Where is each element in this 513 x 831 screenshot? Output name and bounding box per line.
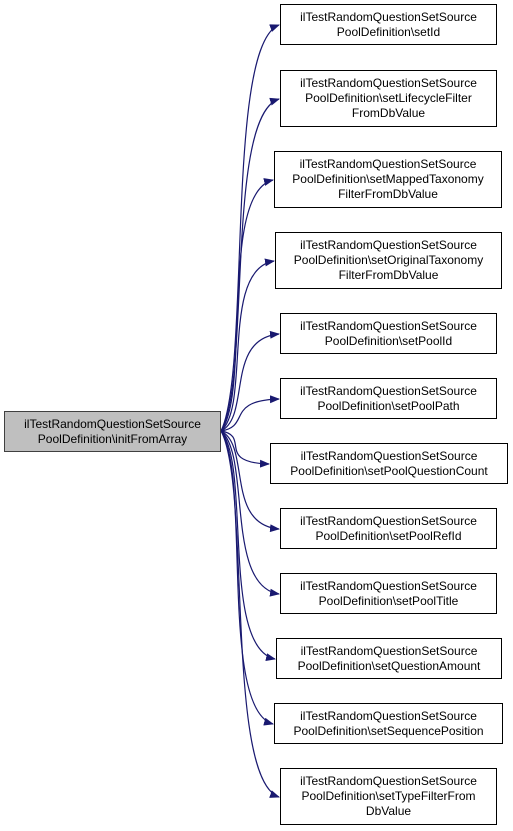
edge-7: [220, 430, 280, 533]
edge-5: [220, 395, 280, 432]
target-node-set-pool-ref-id[interactable]: ilTestRandomQuestionSetSource PoolDefini…: [280, 508, 497, 549]
edge-9: [220, 430, 276, 662]
edge-0: [220, 24, 280, 432]
edge-1: [220, 97, 280, 432]
target-node-set-sequence-position[interactable]: ilTestRandomQuestionSetSource PoolDefini…: [274, 703, 503, 744]
target-node-set-lifecycle-filter[interactable]: ilTestRandomQuestionSetSource PoolDefini…: [280, 70, 497, 127]
edge-6: [220, 430, 270, 468]
edge-10: [220, 430, 274, 726]
edge-11: [220, 430, 280, 798]
target-node-set-question-amount[interactable]: ilTestRandomQuestionSetSource PoolDefini…: [276, 638, 502, 679]
target-node-set-original-taxonomy-filter[interactable]: ilTestRandomQuestionSetSource PoolDefini…: [275, 232, 502, 289]
edge-4: [220, 330, 280, 432]
target-node-set-mapped-taxonomy-filter[interactable]: ilTestRandomQuestionSetSource PoolDefini…: [274, 151, 502, 208]
edge-2: [220, 178, 274, 432]
edge-8: [220, 430, 280, 597]
target-node-set-type-filter[interactable]: ilTestRandomQuestionSetSource PoolDefini…: [280, 768, 497, 825]
target-node-set-pool-question-count[interactable]: ilTestRandomQuestionSetSource PoolDefini…: [270, 443, 508, 484]
target-node-set-id[interactable]: ilTestRandomQuestionSetSource PoolDefini…: [280, 4, 497, 45]
target-node-set-pool-id[interactable]: ilTestRandomQuestionSetSource PoolDefini…: [280, 313, 497, 354]
target-node-set-pool-path[interactable]: ilTestRandomQuestionSetSource PoolDefini…: [280, 378, 497, 419]
target-node-set-pool-title[interactable]: ilTestRandomQuestionSetSource PoolDefini…: [280, 573, 497, 614]
source-node[interactable]: ilTestRandomQuestionSetSource PoolDefini…: [4, 411, 221, 452]
edge-3: [220, 258, 275, 432]
